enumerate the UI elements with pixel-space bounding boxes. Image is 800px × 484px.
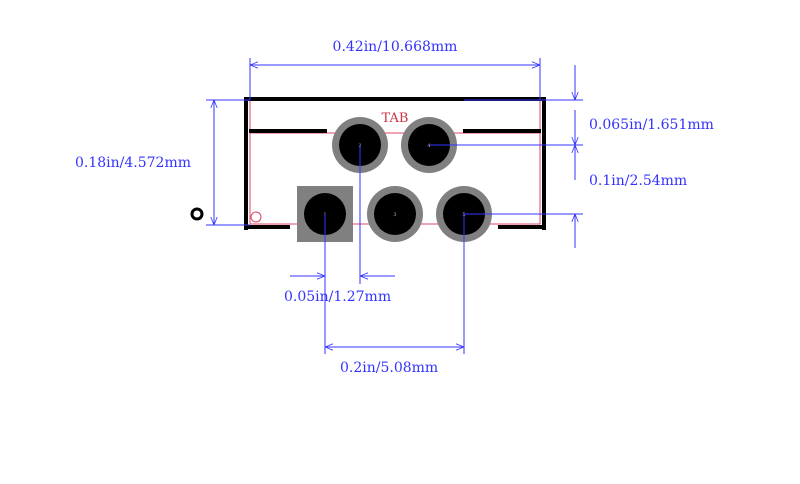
svg-text:3: 3 <box>393 212 396 218</box>
tab-offset-label: 0.065in/1.651mm <box>589 117 714 133</box>
dimension-lines <box>206 58 583 354</box>
overall-width-label: 0.42in/10.668mm <box>333 39 458 55</box>
body-height-label: 0.18in/4.572mm <box>75 155 191 171</box>
tab-label: TAB <box>382 111 409 126</box>
pin1-marker-circle <box>250 211 262 223</box>
pin-offset-label: 0.05in/1.27mm <box>284 289 391 305</box>
pin-span-label: 0.2in/5.08mm <box>340 360 438 376</box>
silkscreen-outline <box>244 97 546 230</box>
svg-text:4: 4 <box>427 143 430 149</box>
origin-marker-icon <box>190 207 204 221</box>
row-pitch-label: 0.1in/2.54mm <box>589 173 687 189</box>
pad-3: 3 <box>367 186 423 242</box>
